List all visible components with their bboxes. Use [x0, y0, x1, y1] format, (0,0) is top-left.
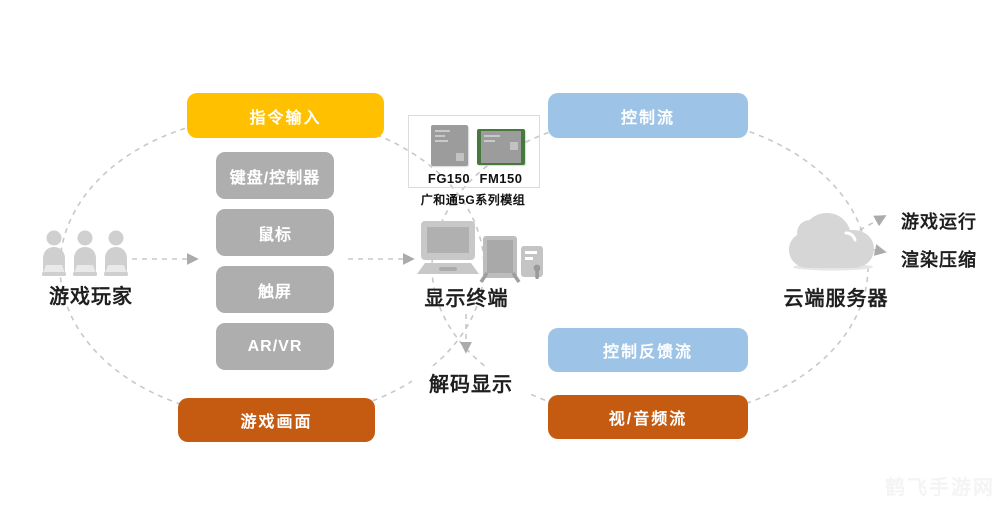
5g-module-caption: 广和通5G系列模组	[420, 193, 526, 207]
site-watermark: 鹤飞手游网	[885, 477, 995, 499]
control-feedback-flow-box: 控制反馈流	[548, 328, 748, 372]
device-mouse-box: 鼠标	[216, 209, 334, 256]
decode-display-label: 解码显示	[412, 368, 530, 397]
control-flow-box: 控制流	[548, 93, 748, 138]
cloud-output-game-run-label: 游戏运行	[901, 212, 977, 232]
device-keyboard-controller-box: 键盘/控制器	[216, 152, 334, 199]
fg150-chip-icon	[431, 125, 468, 166]
command-input-box: 指令输入	[187, 93, 384, 138]
cloud-server-label: 云端服务器	[783, 288, 889, 310]
game-players-icon	[42, 230, 128, 276]
arrow-cloud-to-run	[850, 215, 887, 236]
display-terminal-icons	[417, 221, 543, 283]
game-players-label: 游戏玩家	[49, 286, 133, 308]
cloud-output-render-compress-label: 渲染压缩	[901, 250, 977, 270]
fm150-chip-icon	[477, 129, 525, 165]
game-screen-box: 游戏画面	[178, 398, 375, 442]
video-audio-stream-box: 视/音频流	[548, 395, 748, 439]
cloud-server-icon	[789, 213, 874, 271]
device-touchscreen-box: 触屏	[216, 266, 334, 313]
fm150-label: FM150	[479, 171, 523, 186]
display-terminal-label: 显示终端	[424, 288, 509, 310]
fg150-label: FG150	[427, 171, 471, 186]
5g-module-box: FG150 FM150	[408, 115, 540, 188]
device-arvr-box: AR/VR	[216, 323, 334, 370]
